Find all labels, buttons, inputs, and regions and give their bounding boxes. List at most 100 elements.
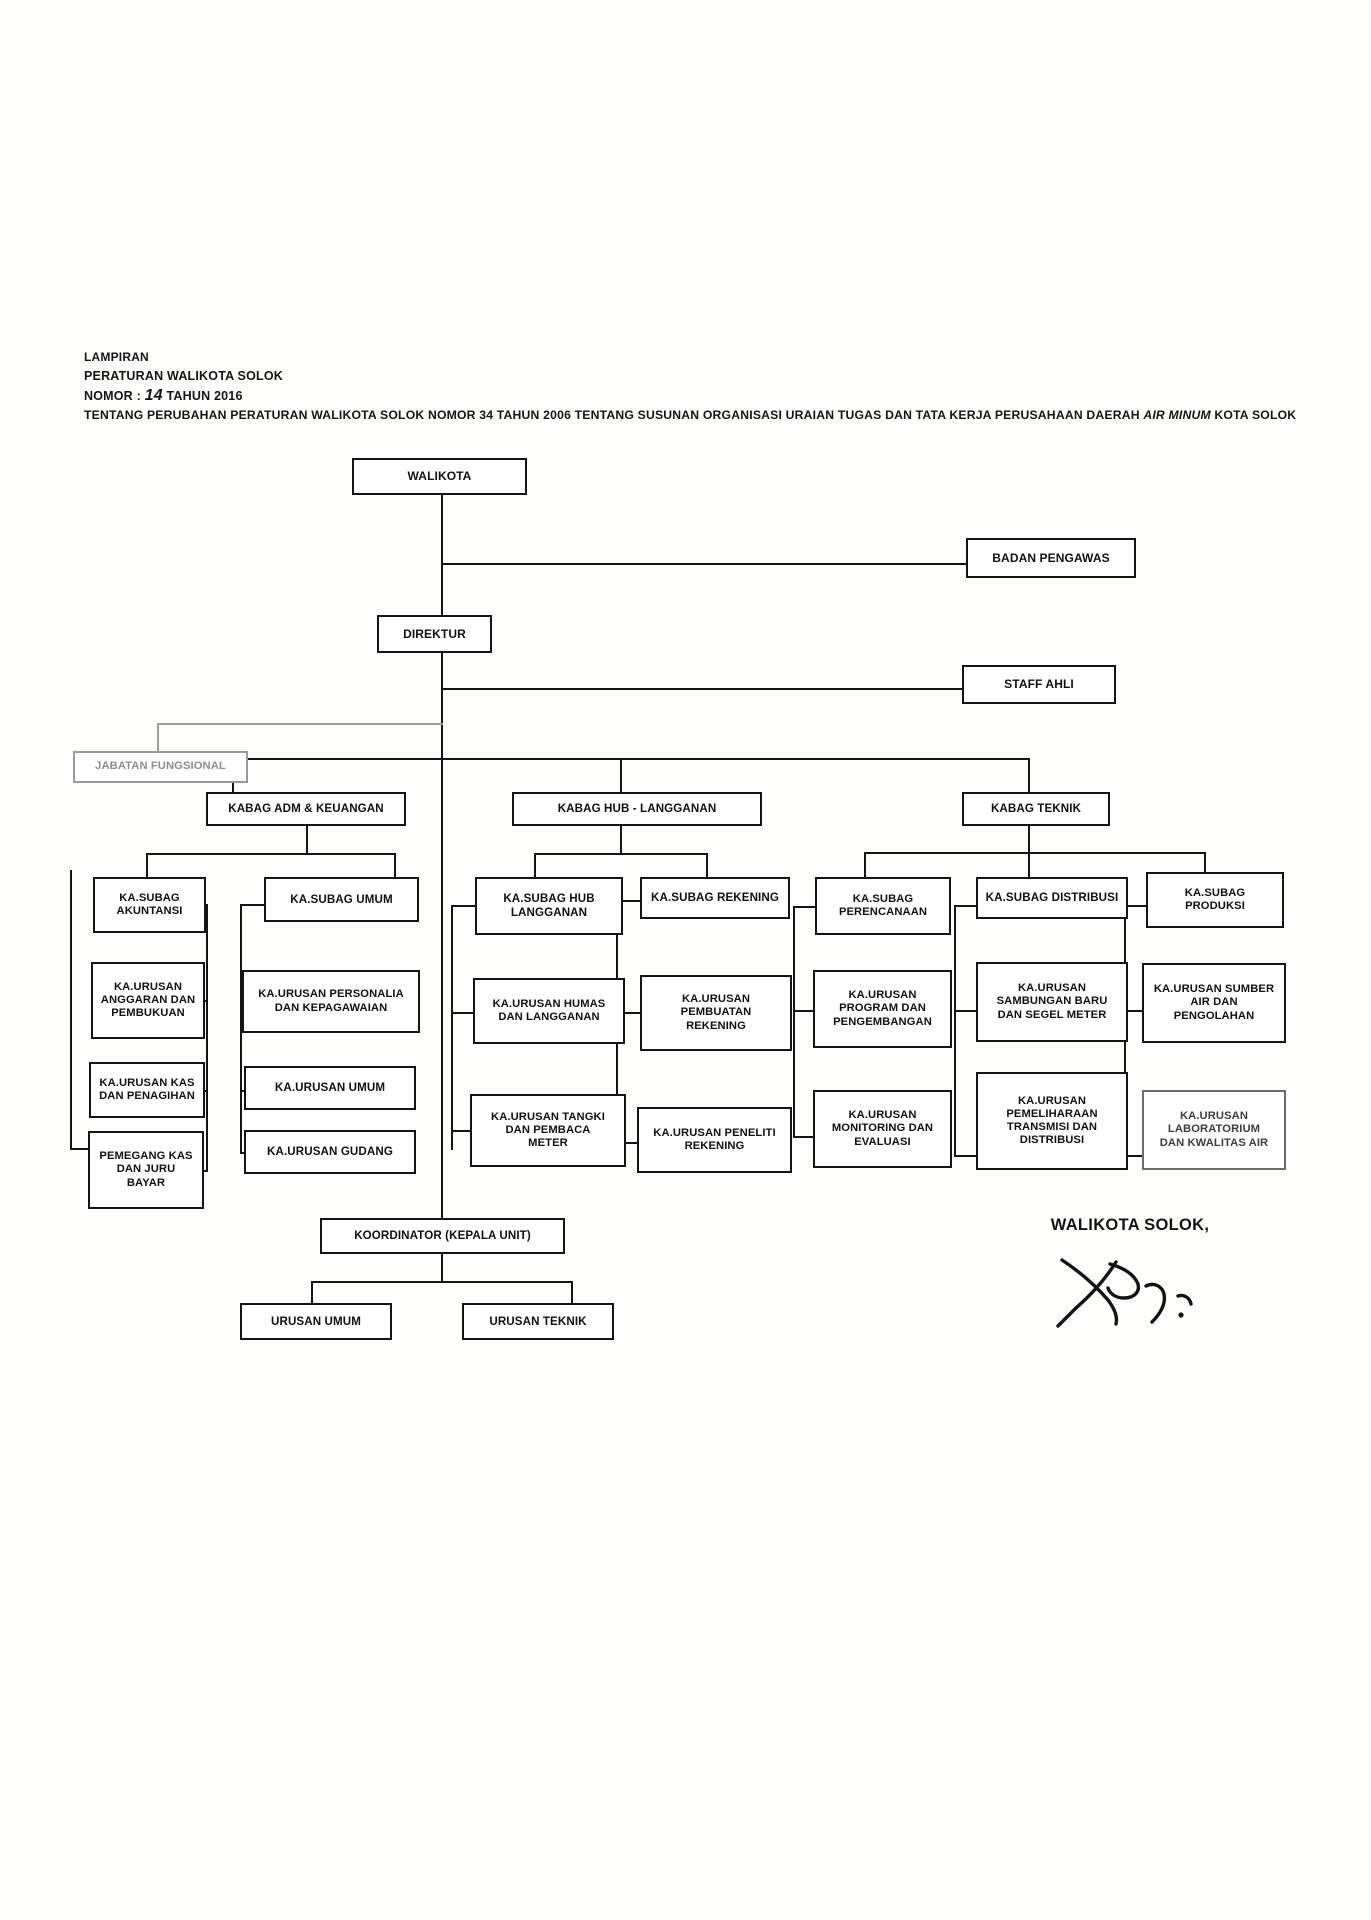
edge-direktur-jabatanfungsional-h [157, 723, 443, 726]
edge-umum-spine [240, 904, 243, 1152]
node-badan-pengawas[interactable]: BADAN PENGAWAS [966, 538, 1136, 578]
edge-program-t [793, 1010, 815, 1013]
edge-koordinator-stem [441, 1251, 444, 1283]
node-kabag-teknik[interactable]: KABAG TEKNIK [962, 792, 1110, 826]
edge-kabaghub-stem [620, 825, 623, 854]
node-kabag-teknik-label: KABAG TEKNIK [990, 802, 1082, 816]
node-staff-ahli[interactable]: STAFF AHLI [962, 665, 1116, 704]
nomor-suffix: TAHUN 2016 [162, 389, 243, 403]
node-ur-umum[interactable]: KA.URUSAN UMUM [244, 1066, 416, 1110]
edge-subagrekening-t [616, 900, 640, 903]
node-subag-distribusi-label: KA.SUBAG DISTRIBUSI [985, 891, 1119, 905]
nomor-value: 14 [144, 387, 163, 404]
edge-peneliti-t [616, 1142, 640, 1145]
tentang-part-a: TENTANG PERUBAHAN PERATURAN WALIKOTA SOL… [84, 408, 1144, 422]
node-urusan-umum[interactable]: URUSAN UMUM [240, 1303, 392, 1340]
edge-perencanaan-spine [793, 906, 796, 1136]
header-line-lampiran: LAMPIRAN [84, 350, 149, 364]
edge-monitoring-t [793, 1136, 815, 1139]
node-urusan-teknik[interactable]: URUSAN TEKNIK [462, 1303, 614, 1340]
edge-kabag-hub-drop [620, 758, 623, 796]
edge-koordinator-bus [311, 1281, 573, 1284]
node-kabag-adm-label: KABAG ADM & KEUANGAN [228, 802, 384, 816]
edge-sumberair-t [1124, 1010, 1146, 1013]
edge-subagproduksi-t [1124, 905, 1146, 908]
edge-subagdistribusi-drop [1028, 852, 1031, 877]
node-kabag-adm[interactable]: KABAG ADM & KEUANGAN [206, 792, 406, 826]
edge-pemeliharaan-t [954, 1155, 976, 1158]
edge-kabagadm-stem [306, 825, 309, 854]
edge-akuntansi-left-foot [70, 1148, 94, 1151]
edge-subagdistribusi-t [954, 905, 976, 908]
edge-kabaghub-bus [534, 853, 706, 856]
node-subag-umum-label: KA.SUBAG UMUM [290, 892, 393, 906]
node-koordinator[interactable]: KOORDINATOR (KEPALA UNIT) [320, 1218, 565, 1254]
edge-urusanteknik-drop [571, 1281, 574, 1305]
node-staff-ahli-label: STAFF AHLI [1004, 677, 1074, 692]
node-jabatan-fungsional[interactable]: JABATAN FUNGSIONAL [73, 751, 248, 783]
edge-kabagteknik-stem [1028, 825, 1031, 853]
header-line-nomor: NOMOR : 14 TAHUN 2016 [84, 386, 1354, 406]
nomor-prefix: NOMOR : [84, 389, 145, 403]
edge-subagumum-t [240, 904, 264, 907]
edge-direktur-stem [441, 652, 444, 772]
node-jabatan-fungsional-label: JABATAN FUNGSIONAL [95, 760, 226, 773]
document-header: LAMPIRAN PERATURAN WALIKOTA SOLOK NOMOR … [84, 348, 1354, 425]
edge-direktur-staffahli [441, 688, 963, 691]
edge-hub-spine [451, 905, 454, 1150]
edge-subagperencanaan-drop [864, 852, 867, 877]
node-subag-umum[interactable]: KA.SUBAG UMUM [264, 877, 419, 922]
node-subag-rekening-label: KA.SUBAG REKENING [651, 891, 779, 905]
node-walikota[interactable]: WALIKOTA [352, 458, 527, 495]
node-subag-rekening[interactable]: KA.SUBAG REKENING [640, 877, 790, 919]
tentang-part-c: KOTA SOLOK [1214, 408, 1297, 422]
edge-subaghub-drop [534, 853, 537, 877]
node-kabag-hub[interactable]: KABAG HUB - LANGGANAN [512, 792, 762, 826]
edge-subagproduksi-drop [1204, 852, 1207, 877]
edge-tangki-t [451, 1130, 475, 1133]
edge-kabag-teknik-drop [1028, 758, 1031, 796]
edge-subaghub-t [451, 905, 475, 908]
node-subag-distribusi[interactable]: KA.SUBAG DISTRIBUSI [976, 877, 1128, 919]
edge-urusanumum-drop [311, 1281, 314, 1305]
node-urusan-teknik-label: URUSAN TEKNIK [489, 1314, 587, 1328]
node-kabag-hub-label: KABAG HUB - LANGGANAN [557, 802, 717, 816]
edge-direktur-koordinator [441, 758, 444, 1218]
edge-laboratorium-t [1124, 1155, 1146, 1158]
edge-pembuatan-t [616, 1012, 640, 1015]
edge-akuntansi-spine [206, 904, 209, 1170]
node-ur-gudang[interactable]: KA.URUSAN GUDANG [244, 1130, 416, 1174]
node-direktur[interactable]: DIREKTUR [377, 615, 492, 653]
